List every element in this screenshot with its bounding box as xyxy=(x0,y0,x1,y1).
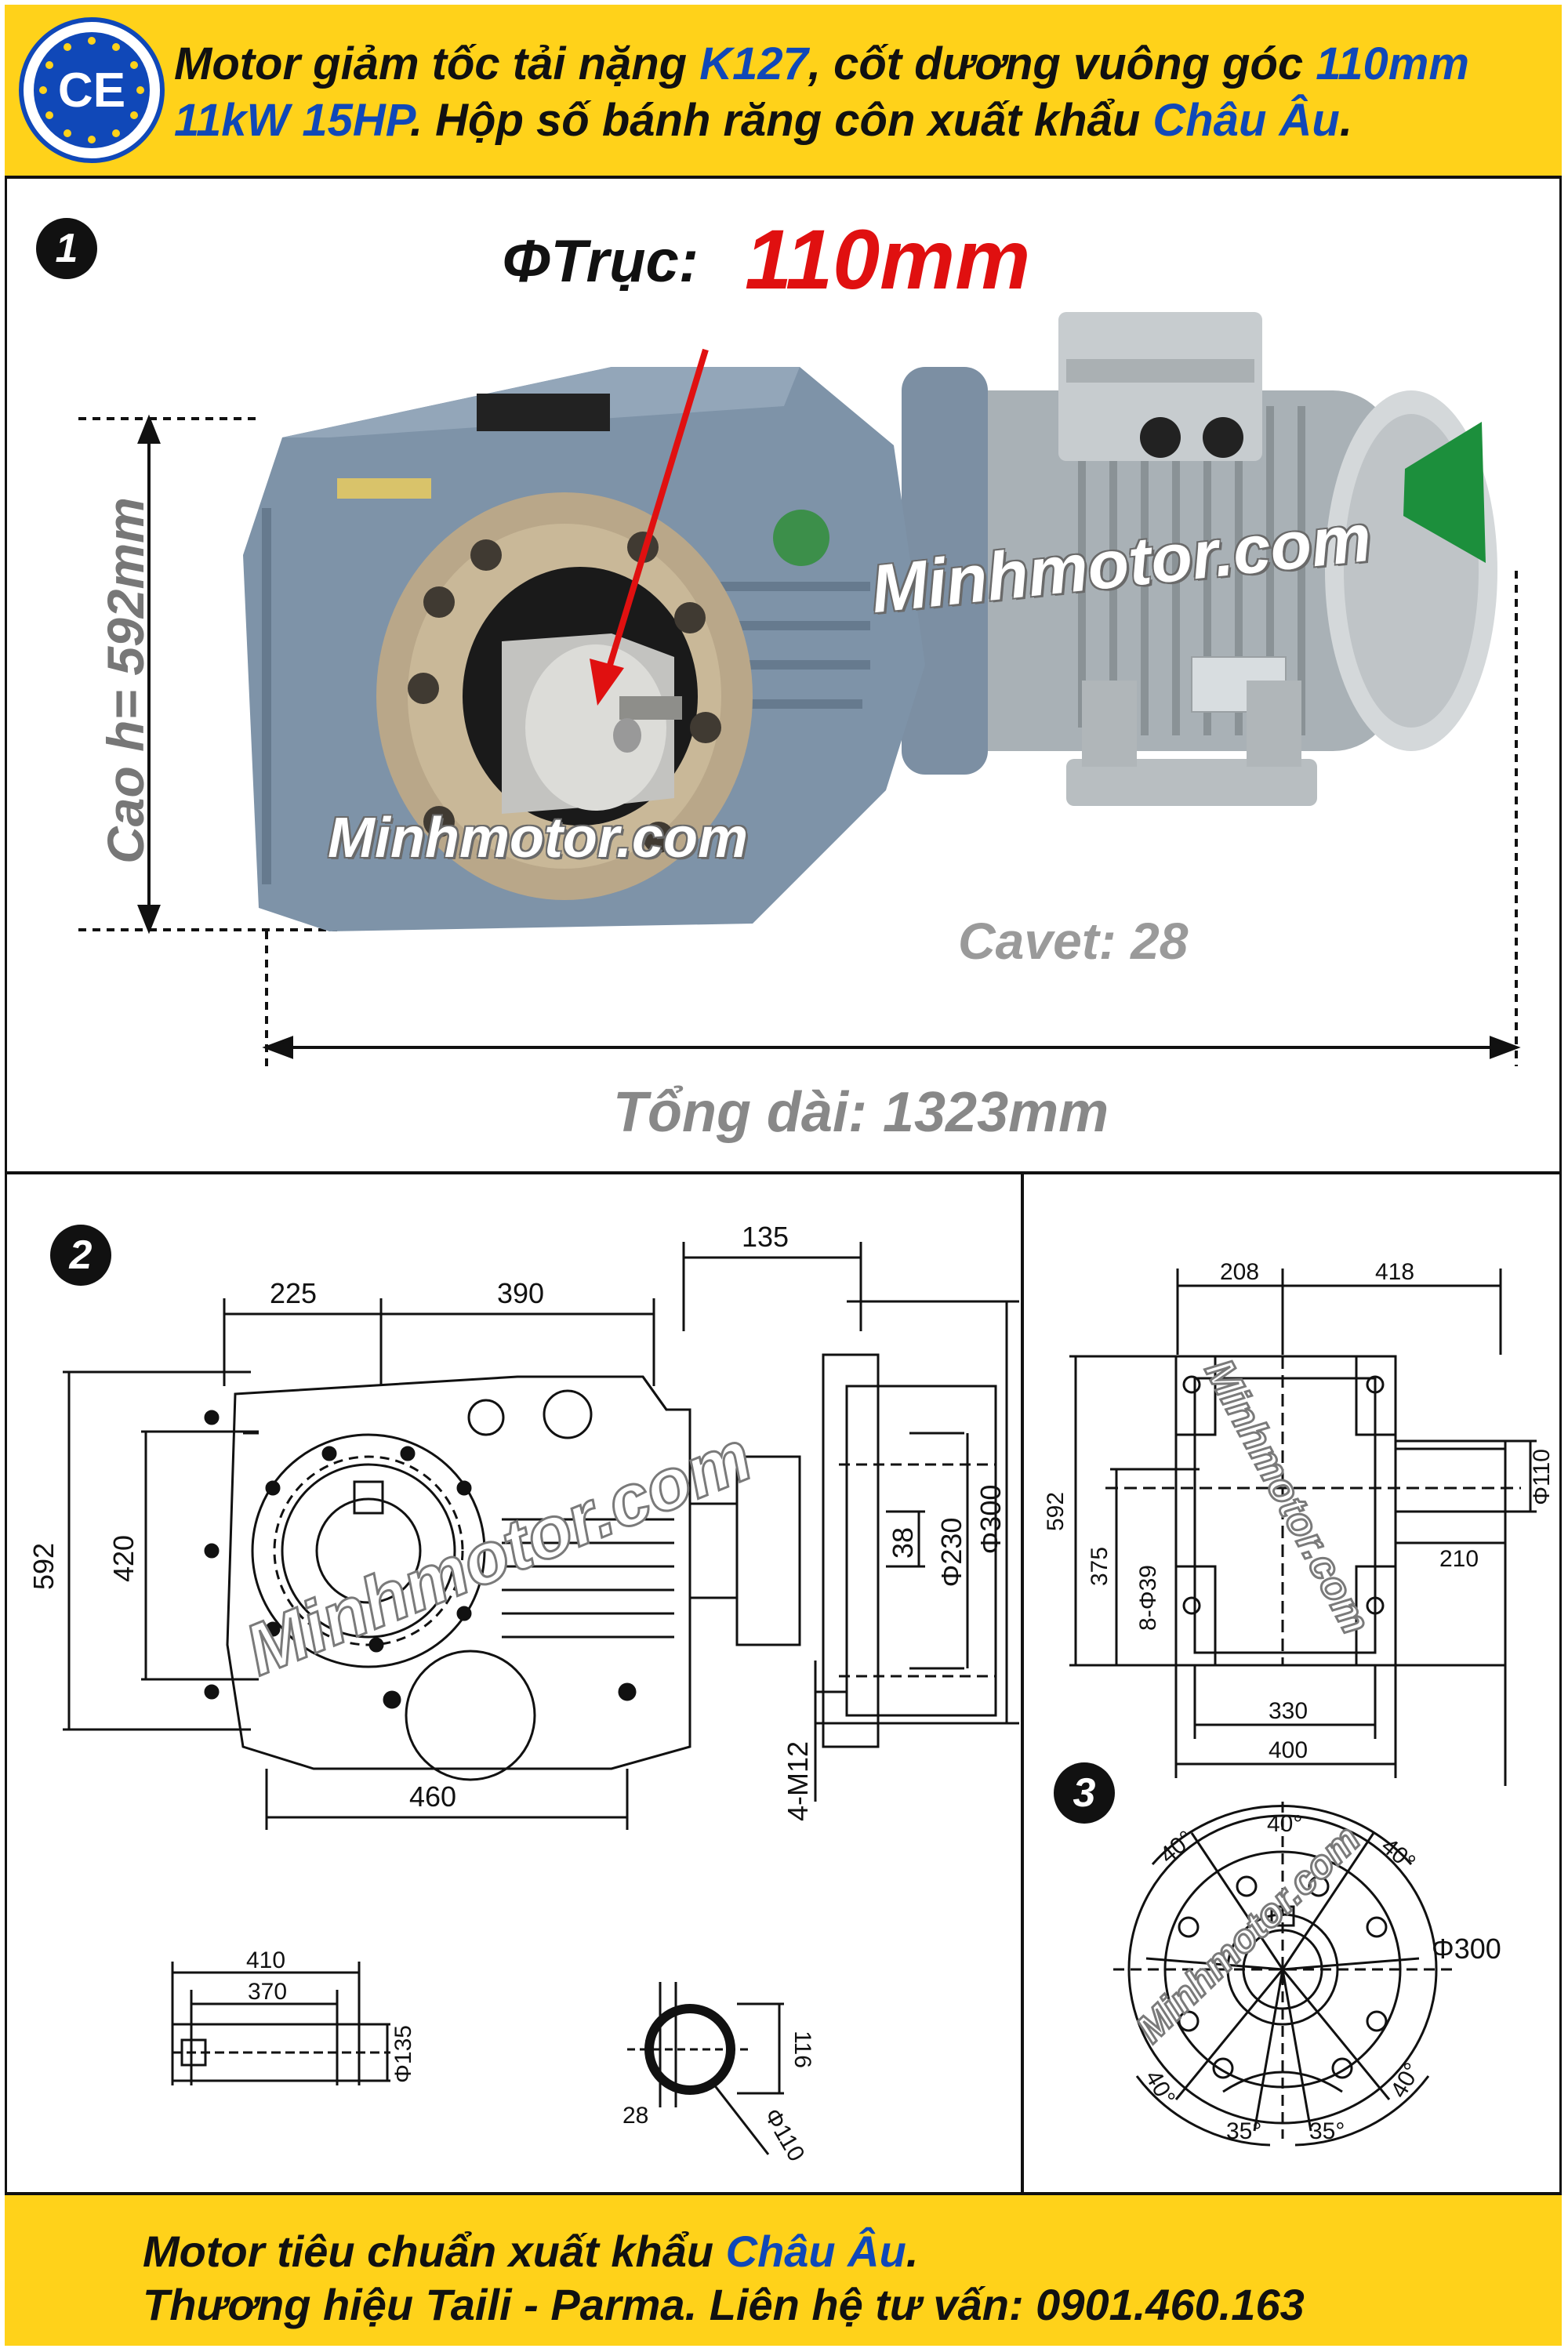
total-length-label: Tổng dài: 1323mm xyxy=(613,1081,1109,1144)
shaft-value: 110mm xyxy=(745,212,1031,307)
header-line1-part: , cốt dương vuông góc xyxy=(808,38,1316,89)
dim-116: 116 xyxy=(789,2031,815,2068)
flange-view-drawing xyxy=(1113,1802,1452,2147)
angle-40-top: 40° xyxy=(1267,1811,1302,1837)
output-shaft xyxy=(376,492,753,900)
header-region: Châu Âu xyxy=(1152,95,1340,146)
dim-phi230: Φ230 xyxy=(935,1518,967,1588)
dim-400: 400 xyxy=(1269,1737,1308,1763)
dim-flange-phi300: Φ300 xyxy=(1432,1933,1501,1965)
watermark-drawing: Minhmotor.com xyxy=(234,1415,762,1690)
footer-region: Châu Âu xyxy=(725,2227,906,2276)
shaft-label: ΦTrục: xyxy=(502,228,699,295)
header-line2-part: . xyxy=(1339,95,1352,146)
section-photo xyxy=(5,179,1562,1174)
shaft-detail-drawing xyxy=(171,1962,390,2085)
angle-40-bottom-left: 40° xyxy=(1140,2066,1180,2110)
cavet-label: Cavet: 28 xyxy=(958,912,1189,970)
dim-phi135: Φ135 xyxy=(390,2025,416,2083)
dim-38: 38 xyxy=(887,1527,919,1559)
dim-370: 370 xyxy=(248,1979,287,2005)
dim-390: 390 xyxy=(497,1277,544,1309)
footer-banner: Motor tiêu chuẩn xuất khẩu Châu Âu. Thươ… xyxy=(5,2195,1562,2346)
angle-40-bottom-right: 40° xyxy=(1385,2059,1425,2103)
header-line1-part: Motor giảm tốc tải nặng xyxy=(174,38,700,89)
shaft-section-drawing xyxy=(627,1982,784,2155)
footer-contact: Thương hiệu Taili - Parma. Liên hệ tư vấ… xyxy=(143,2280,1305,2329)
footer-line1-part: Motor tiêu chuẩn xuất khẩu xyxy=(143,2227,726,2276)
header-title: Motor giảm tốc tải nặng K127, cốt dương … xyxy=(174,36,1562,149)
dim-side-592: 592 xyxy=(1043,1492,1069,1531)
footer-line-1: Motor tiêu chuẩn xuất khẩu Châu Âu. xyxy=(143,2225,1305,2278)
dim-208: 208 xyxy=(1220,1259,1259,1285)
watermark-side-view: Minhmotor.com xyxy=(1196,1352,1378,1641)
shaft-arrow xyxy=(590,348,709,706)
drawings-divider xyxy=(1021,1174,1024,2195)
header-shaft: 110mm xyxy=(1316,38,1469,89)
dim-460: 460 xyxy=(409,1780,456,1813)
section-badge-2: 2 xyxy=(50,1225,111,1286)
dim-210: 210 xyxy=(1439,1546,1479,1572)
dim-135: 135 xyxy=(742,1221,789,1253)
dim-592: 592 xyxy=(27,1543,60,1590)
dim-225: 225 xyxy=(270,1277,317,1309)
dim-28: 28 xyxy=(622,2103,648,2129)
header-power: 11kW 15HP xyxy=(174,95,410,146)
motor-photo-illustration xyxy=(78,312,1521,1066)
dim-4-m12: 4-M12 xyxy=(782,1741,814,1821)
header-line2-part: . Hộp số bánh răng côn xuất khẩu xyxy=(409,95,1153,146)
dim-420: 420 xyxy=(107,1535,140,1582)
angle-35-left: 35° xyxy=(1226,2118,1261,2144)
section-badge-1: 1 xyxy=(36,218,97,279)
watermark-photo-bottom: Minhmotor.com xyxy=(328,807,748,869)
footer-line1-part: . xyxy=(906,2227,919,2276)
height-label: Cao h= 592mm xyxy=(96,497,154,864)
front-view-drawing xyxy=(63,1242,1019,1830)
header-line-1: Motor giảm tốc tải nặng K127, cốt dương … xyxy=(174,36,1562,93)
technical-drawings: 225 390 135 592 420 38 Φ230 Φ300 460 4-M… xyxy=(27,1221,1555,2166)
ce-mark-text: CE xyxy=(58,64,125,118)
header-model: K127 xyxy=(699,38,808,89)
header-banner: CE Motor giảm tốc tải nặng K127, cốt dươ… xyxy=(5,5,1562,179)
dim-phi300: Φ300 xyxy=(975,1485,1007,1555)
side-view-drawing xyxy=(1069,1269,1537,1786)
footer-text: Motor tiêu chuẩn xuất khẩu Châu Âu. Thươ… xyxy=(143,2225,1305,2332)
dim-418: 418 xyxy=(1375,1259,1414,1285)
dim-375: 375 xyxy=(1087,1547,1112,1586)
dim-330: 330 xyxy=(1269,1698,1308,1724)
angle-35-right: 35° xyxy=(1309,2118,1345,2144)
ce-logo-icon: CE xyxy=(19,17,165,163)
electric-motor xyxy=(909,312,1497,806)
header-line-2: 11kW 15HP. Hộp số bánh răng côn xuất khẩ… xyxy=(174,93,1562,149)
section-badge-3: 3 xyxy=(1054,1762,1115,1824)
dim-side-phi110: Φ110 xyxy=(1529,1449,1555,1505)
section-drawings xyxy=(5,1174,1562,2195)
dim-410: 410 xyxy=(246,1947,285,1973)
dim-phi110-section: Φ110 xyxy=(759,2104,809,2166)
dim-holes-8-phi39: 8-Φ39 xyxy=(1135,1565,1161,1631)
